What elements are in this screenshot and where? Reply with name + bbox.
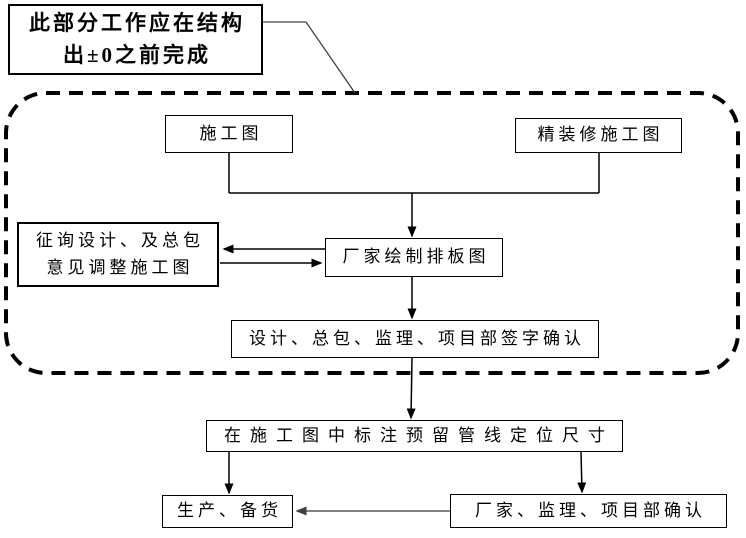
node-manufacturer-layout-label: 厂家绘制排板图 [342, 247, 490, 267]
node-fine-decoration-drawing-label: 精装修施工图 [537, 125, 664, 145]
node-consult-adjust-line1: 征询设计、及总包 [36, 231, 204, 251]
node-construction-drawing-label: 施工图 [199, 123, 263, 143]
node-fine-decoration-drawing: 精装修施工图 [515, 118, 682, 153]
node-construction-drawing: 施工图 [165, 115, 293, 153]
node-signature-confirm-label: 设计、总包、监理、项目部签字确认 [249, 328, 585, 348]
callout-note: 此部分工作应在结构 出±0之前完成 [8, 4, 263, 75]
node-consult-adjust: 征询设计、及总包 意见调整施工图 [17, 222, 219, 287]
callout-note-line1: 此部分工作应在结构 [29, 11, 245, 35]
node-final-confirm-label: 厂家、监理、项目部确认 [475, 500, 706, 520]
node-signature-confirm: 设计、总包、监理、项目部签字确认 [231, 320, 599, 358]
node-mark-pipeline-dimensions-label: 在施工图中标注预留管线定位尺寸 [224, 425, 614, 445]
node-manufacturer-layout: 厂家绘制排板图 [325, 238, 503, 277]
node-mark-pipeline-dimensions: 在施工图中标注预留管线定位尺寸 [206, 420, 623, 452]
callout-note-line2: 出±0之前完成 [62, 42, 212, 67]
callout-leader-line [263, 21, 356, 94]
node-production-stock: 生产、备货 [162, 495, 293, 528]
node-consult-adjust-line2: 意见调整施工图 [46, 257, 194, 277]
dashed-boundary [4, 91, 740, 375]
node-production-stock-label: 生产、备货 [177, 501, 282, 521]
node-final-confirm: 厂家、监理、项目部确认 [450, 494, 727, 528]
